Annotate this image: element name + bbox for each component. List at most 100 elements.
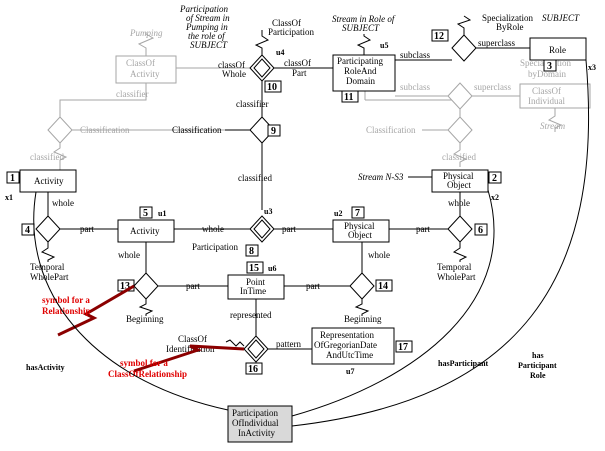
spec-byrole-diamond[interactable] [451,34,477,62]
temporal-wholepart-diamond-right[interactable] [447,215,473,243]
middle-section: 1 Activity x1 Physical Object 2 x2 Strea… [5,169,502,282]
part-label-right: part [416,224,430,234]
num-7: 7 [355,208,360,219]
point-in-time-box[interactable] [227,274,285,300]
classification-label: Classification [172,125,222,135]
participating-role-domain-box[interactable] [332,54,396,92]
classof-individual-box[interactable] [519,83,591,109]
classified-grey-zigzag-right [452,143,468,167]
classof-part-label-2: Part [292,68,307,78]
classified-grey-zigzag-left [52,143,68,170]
relationship-symbol-bolt [57,284,135,337]
participation-stream-label-4: the role of [188,31,226,41]
stream-role-label-2: SUBJECT [342,23,380,33]
classified-grey-label-1: classified [30,152,64,162]
spec-byrole-zigzag [456,15,472,35]
beginning-label-right: Beginning [344,314,382,324]
num-4: 4 [25,225,30,236]
classification-diamond-right[interactable] [447,116,473,144]
beginning-diamond-left[interactable] [133,272,159,300]
repr-label-1: Representation [320,330,374,340]
sym-corel-label-2: ClassOfRelationship [108,369,187,379]
part-label-13: part [186,281,200,291]
role-box[interactable] [529,37,587,61]
num-14: 14 [378,281,388,292]
has-activity-label: hasActivity [26,363,65,372]
num-12-box [431,29,449,42]
num-11: 11 [344,92,353,103]
classof-activity-box[interactable] [115,55,177,84]
num-13: 13 [120,281,130,292]
has-pr-label-2: Participant [518,361,557,370]
classified-label: classified [238,173,272,183]
spec-byrole-label-2: ByRole [496,22,524,32]
part-label-14: part [306,281,320,291]
classof-identification-diamond-inner [247,339,265,359]
num-2-box [488,171,502,184]
beginning-diamond-right[interactable] [349,272,375,300]
classification-diamond-left[interactable] [47,116,73,144]
spec-bydomain-diamond[interactable] [447,82,473,110]
bottom-section: hasActivity hasParticipant has Participa… [26,59,590,443]
temporal-label-right-2: WholePart [437,272,476,282]
temporal-label-left-1: Temporal [30,262,65,272]
temporal-wholepart-diamond-left[interactable] [35,215,61,243]
activity-label-5: Activity [130,226,160,236]
representation-box[interactable] [311,327,395,365]
repr-label-2: OfGregorianDate [314,340,377,350]
num-2: 2 [492,173,497,184]
poia-label-2: OfIndividual [232,418,279,428]
classof-individual-label-1: ClassOf [532,86,561,96]
whole-label-left: whole [52,198,74,208]
participation-label: Participation [192,242,238,252]
beginning-zigzag-right [354,299,370,316]
physical-object-box-7[interactable] [332,219,390,243]
superclass-grey-label: superclass [474,82,511,92]
pattern-label: pattern [276,339,301,349]
num-1-box [6,171,20,184]
part-label-left: part [80,224,94,234]
classofrelationship-symbol-bolt [133,344,245,373]
num-3: 3 [547,61,552,72]
u7-label: u7 [346,367,354,376]
num-9-box [267,124,281,137]
poia-label-3: InActivity [238,428,275,438]
classof-participation-label-1: ClassOf [272,18,301,28]
spec-byrole-label-1: Specialization [482,13,533,23]
participation-of-individual-box[interactable] [227,405,293,443]
num-7-box [351,206,365,219]
num-11-box [341,90,359,103]
x3-label: x3 [588,63,596,72]
temporal-zigzag-left [40,242,56,262]
num-9: 9 [271,126,276,137]
stream-grey-label: Stream [540,121,566,131]
classification-grey-label-1: Classification [80,125,130,135]
num-14-box [375,279,393,292]
top-section: Participation of Stream in Pumping in th… [172,4,596,210]
has-participant-label: hasParticipant [438,359,489,368]
physical-object-7-label-2: Object [348,230,372,240]
u2-label: u2 [334,209,342,218]
classof-whole-label-2: Whole [222,69,246,79]
classof-participation-zigzag [254,30,270,55]
poia-label-1: Participation [232,408,278,418]
pumping-zigzag [137,32,155,56]
num-6: 6 [478,225,483,236]
activity-label-1: Activity [34,176,64,186]
part-label-mid: part [282,224,296,234]
sym-rel-label-2: Relationship [42,306,91,316]
num-8: 8 [249,246,254,257]
represented-label: represented [230,310,272,320]
sym-corel-label-1: symbol for a [120,358,168,368]
has-participant-curve [291,189,495,417]
u4-label: u4 [276,48,284,57]
subject-label: SUBJECT [542,13,580,23]
num-3-box [543,59,557,72]
num-15-box [246,261,264,274]
whole-label-right: whole [448,198,470,208]
stream-ns3-label: Stream N-S3 [358,172,404,182]
x2-label: x2 [491,193,499,202]
temporal-label-left-2: WholePart [30,272,69,282]
